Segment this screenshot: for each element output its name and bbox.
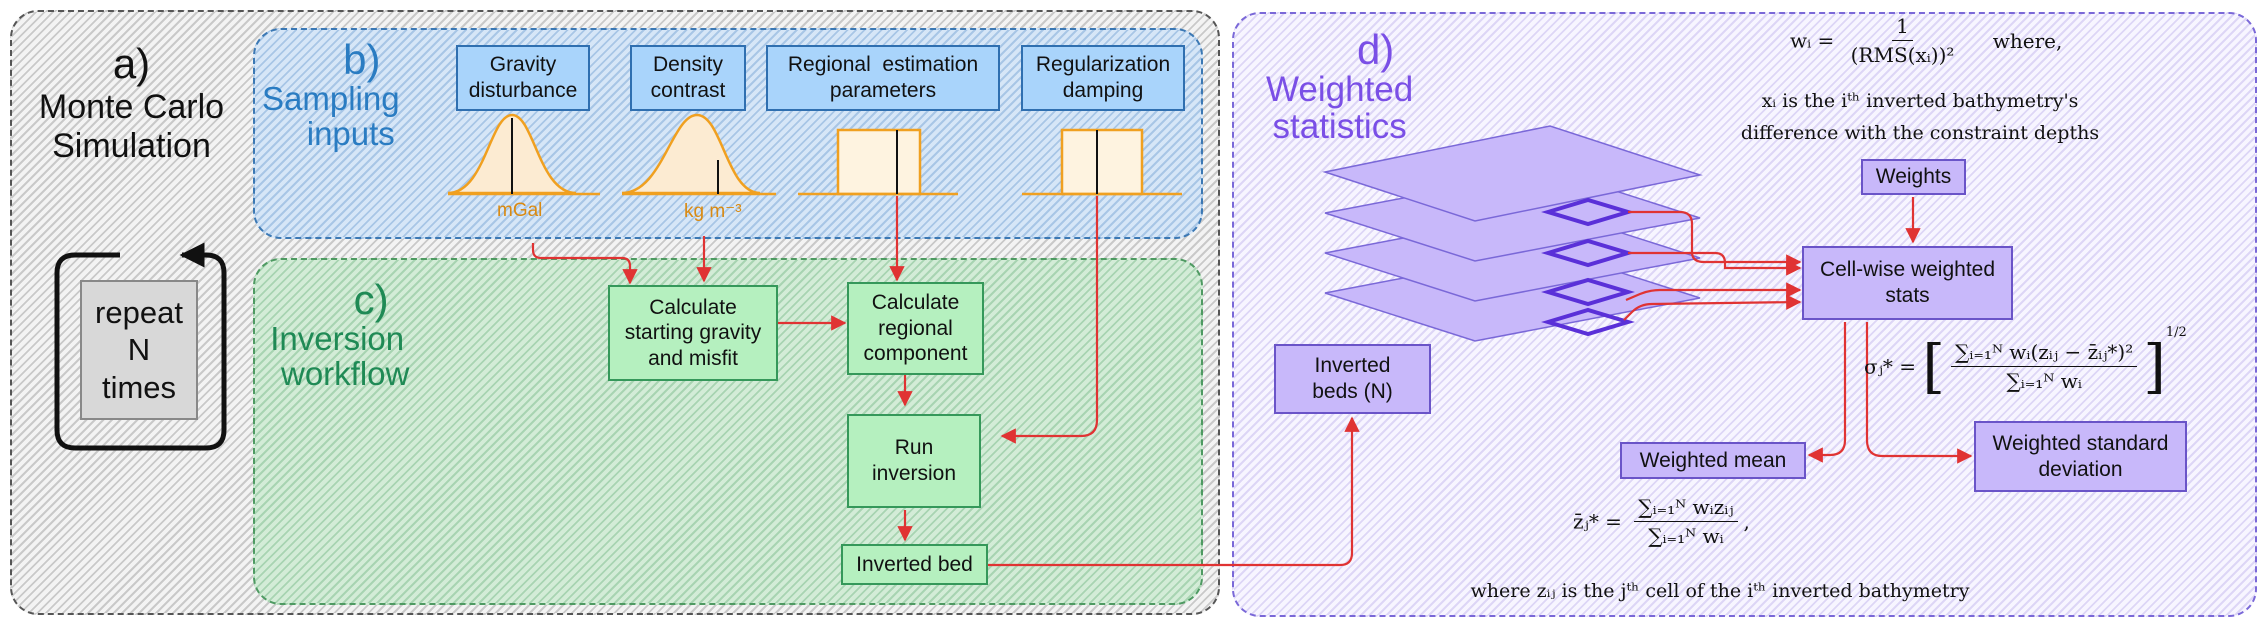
inversion-workflow-title: c) Inversion workflow [265,276,410,392]
zbar-numerator: ∑ᵢ₌₁ᴺ wᵢzᵢⱼ [1634,495,1738,522]
sigma-numerator: ∑ᵢ₌₁ᴺ wᵢ(zᵢⱼ − z̄ᵢⱼ*)² [1951,340,2138,367]
w-fraction: 1 (RMS(xᵢ))² [1847,14,1959,67]
starting-line1: Calculate [649,295,737,319]
cellwise-line1: Cell-wise weighted [1819,258,1996,282]
repeat-line3: times [101,369,177,405]
density-normal-distribution [621,113,776,196]
w-numerator: 1 [1892,14,1913,41]
inverted-beds-line1: Inverted [1314,354,1391,378]
regional-line2: regional [878,316,953,340]
regional-label-2: parameters [829,79,937,102]
repeat-line2: N [127,332,151,368]
density-label-1: Density [652,53,723,77]
z-definition: where zᵢⱼ is the jᵗʰ cell of the iᵗʰ inv… [1470,580,1970,602]
zbar-denominator: ∑ᵢ₌₁ᴺ wᵢ [1648,524,1724,548]
w-lhs: wᵢ = [1790,28,1835,53]
weights-box: Weights [1861,159,1966,195]
panel-a-title-line1: Monte Carlo [38,88,225,127]
sigma-exponent: 1/2 [2165,325,2187,340]
starting-line3: and misfit [648,346,738,370]
sigma-lhs: σⱼ* = [1864,354,1917,379]
panel-b-title-line2: inputs [306,114,395,152]
inverted-beds-layers [1322,125,1703,342]
gravity-normal-distribution [447,113,600,196]
run-line2: inversion [871,462,957,485]
w-denominator: (RMS(xᵢ))² [1850,43,1955,67]
zbar-equation: z̄ⱼ* = ∑ᵢ₌₁ᴺ wᵢzᵢⱼ ∑ᵢ₌₁ᴺ wᵢ , [1573,495,1750,548]
regional-line3: component [863,342,968,366]
weighted-mean-box: Weighted mean [1620,442,1806,479]
sigma-fraction: ∑ᵢ₌₁ᴺ wᵢ(zᵢⱼ − z̄ᵢⱼ*)² ∑ᵢ₌₁ᴺ wᵢ [1951,340,2138,393]
damping-uniform-distribution [1022,128,1182,196]
panel-d-letter: d) [1356,26,1395,73]
inverted-bed-box: Inverted bed [841,544,988,585]
panel-d-title-line2: statistics [1272,106,1407,146]
weighted-statistics-title: d) Weighted statistics [1266,26,1414,146]
repeat-n-times-box: repeat N times [80,280,198,420]
panel-c-letter: c) [353,276,389,323]
starting-line2: starting gravity [624,321,762,345]
std-line1: Weighted standard [1992,431,2169,455]
regional-uniform-distribution [798,128,958,196]
gravity-label-2: disturbance [468,79,578,102]
sigma-equation: σⱼ* = [ ∑ᵢ₌₁ᴺ wᵢ(zᵢⱼ − z̄ᵢⱼ*)² ∑ᵢ₌₁ᴺ wᵢ … [1864,325,2187,401]
x-definition-line1: xᵢ is the iᵗʰ inverted bathymetry's [1761,90,2079,112]
sampling-inputs-title: b) Sampling inputs [262,36,400,152]
panel-a-letter: a) [112,40,151,87]
repeat-line1: repeat [95,295,183,331]
w-where: where, [1992,28,2063,53]
zbar-fraction: ∑ᵢ₌₁ᴺ wᵢzᵢⱼ ∑ᵢ₌₁ᴺ wᵢ [1634,495,1738,548]
regional-line1: Calculate [871,291,960,315]
inverted-beds-line2: beds (N) [1312,380,1393,403]
panel-c-title-line2: workflow [281,354,410,392]
cellwise-line2: stats [1885,284,1930,307]
damping-label-2: damping [1062,79,1144,102]
density-unit: kg m⁻³ [684,201,742,222]
panel-c-title-line1: Inversion [270,320,405,358]
panel-a-title-line2: Simulation [52,127,211,166]
damping-label-1: Regularization [1035,53,1171,77]
x-definition-line2: difference with the constraint depths [1740,122,2100,144]
regional-label-1: Regional estimation [787,53,979,77]
zbar-lhs: z̄ⱼ* = [1573,509,1622,534]
flow-arrows [531,196,1973,567]
monte-carlo-title: a) Monte Carlo Simulation [14,40,249,166]
panel-b-title-line1: Sampling [262,80,400,118]
sigma-denominator: ∑ᵢ₌₁ᴺ wᵢ [2006,369,2082,393]
repeat-loop-arrow [54,242,227,451]
panel-d-title-line1: Weighted [1266,70,1414,110]
density-label-2: contrast [650,79,726,102]
run-line1: Run [894,436,934,460]
panel-b-letter: b) [343,36,381,83]
zbar-tail: , [1743,509,1750,534]
weight-equation: wᵢ = 1 (RMS(xᵢ))² where, [1790,14,2062,67]
gravity-unit: mGal [497,200,543,221]
std-line2: deviation [2038,457,2123,481]
gravity-label-1: Gravity [489,53,557,77]
